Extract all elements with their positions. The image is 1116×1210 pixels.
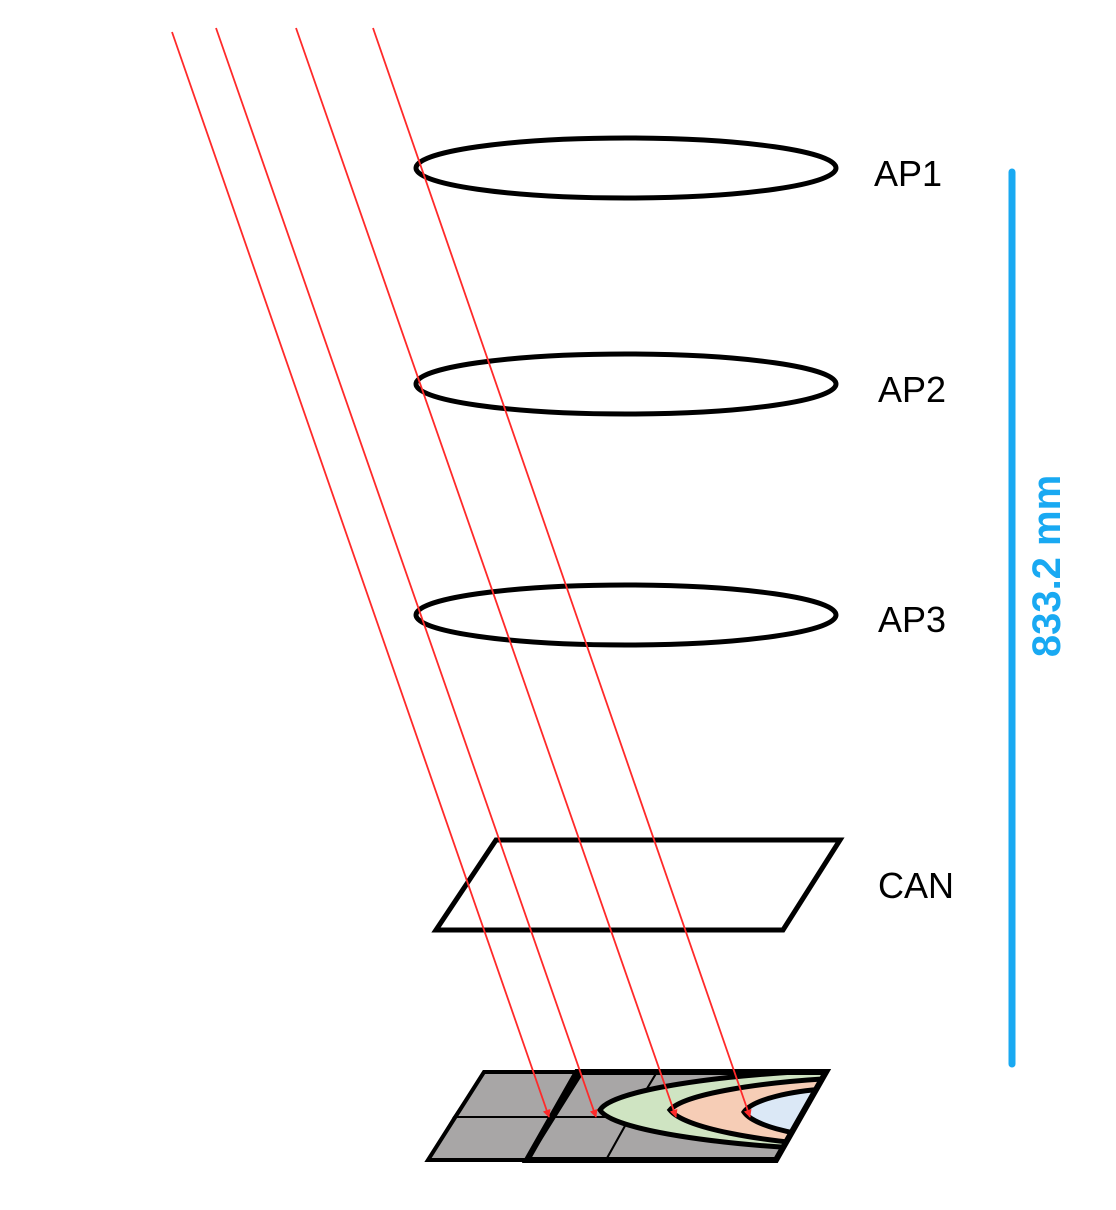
label-can: CAN bbox=[878, 865, 954, 906]
ray-1 bbox=[171, 31, 551, 1118]
ray-2 bbox=[215, 27, 598, 1118]
label-ap1: AP1 bbox=[874, 153, 942, 194]
label-ap3: AP3 bbox=[878, 599, 946, 640]
detector-plane bbox=[424, 1069, 832, 1163]
dimension-label: 833.2 mm bbox=[1025, 475, 1069, 657]
aperture-ap2 bbox=[413, 351, 839, 417]
ray-3 bbox=[295, 27, 678, 1118]
detector-module-outline bbox=[521, 1069, 832, 1163]
arc-outline-outer bbox=[597, 1072, 826, 1153]
ray-4 bbox=[372, 27, 752, 1118]
aperture-ap3 bbox=[413, 582, 839, 648]
illumination-arc-green bbox=[600, 1072, 826, 1150]
can-aperture bbox=[431, 837, 845, 933]
aperture-ap1 bbox=[413, 135, 839, 201]
incident-rays bbox=[171, 27, 752, 1118]
label-ap2: AP2 bbox=[878, 369, 946, 410]
